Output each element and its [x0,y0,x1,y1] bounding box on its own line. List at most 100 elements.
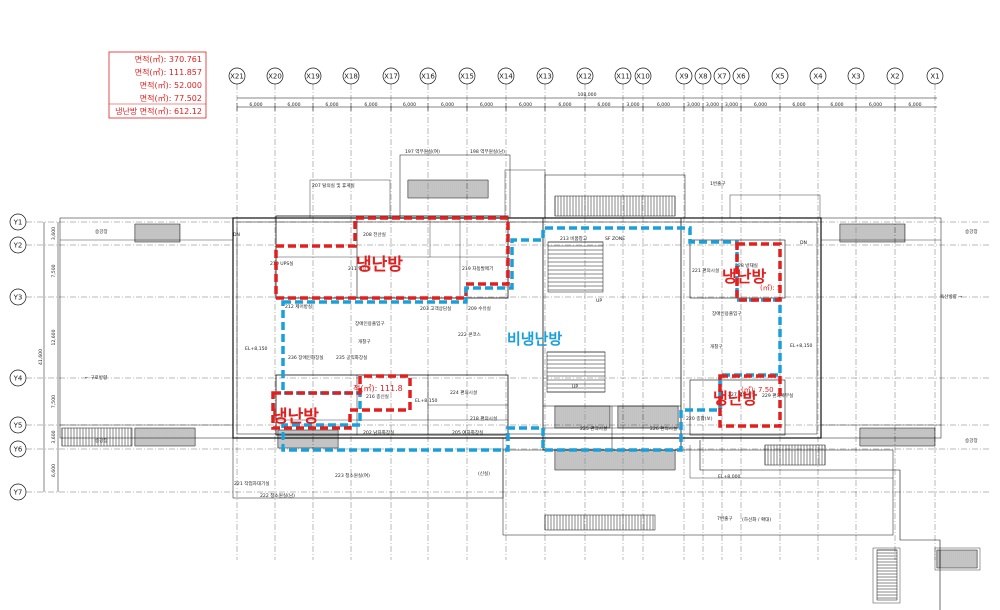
column-grid-bubble: X17 [382,67,400,560]
column-spacings: 6,000 6,000 6,000 6,000 6,000 6,000 6,000 6,000… [236,102,922,111]
column-grid-label: X3 [851,73,860,81]
column-spacing-label: 6,000 [364,102,377,108]
column-spacing-label: 3,000 [706,102,719,108]
cool-heat-zone-2 [271,374,412,430]
column-grid-label: X8 [698,73,707,81]
zone-texts: 냉난방 냉난방 냉난방 냉난방 비냉난방 적(㎡): 111.8 (㎡): 5 … [272,255,782,427]
column-grid-bubble: X21 [228,67,246,560]
column-grid-label: X6 [736,73,746,81]
zone-overlays [271,216,782,452]
column-spacing-label: 6,000 [325,102,338,108]
row-spacing-label: 6,600 [51,464,57,477]
stair [876,549,898,601]
column-grid-bubble: X11 [614,67,632,560]
room-label-exit1: 1번출구 [710,180,726,187]
room-label-r198: 198 역무원실(남) [470,148,505,155]
overlay-area-216: 적(㎡): 111.8 [353,383,403,393]
row-spacing-label: 12,600 [51,329,57,345]
column-spacing-label: 6,000 [830,102,843,108]
column-grid-bubble: X4 [809,67,827,560]
column-grid-bubble: X1 [926,67,944,560]
stair [547,241,604,293]
row-grid-label: Y2 [13,242,23,250]
row-grid-label: Y6 [13,446,23,454]
stair-hatching [61,179,978,601]
column-spacing-label: 6,000 [249,102,262,108]
column-grid-bubble: X3 [847,67,865,560]
room-label-r213: 213 비품창고 [560,235,587,242]
legend-line-3: 면적(㎡): 52.000 [140,80,202,90]
room-label-stair-bl: 승강장 [95,437,108,444]
room-label-r211: 211 역장실 [348,265,371,272]
room-label-gate-left: 개찰구 [358,338,371,345]
column-spacing-label: 3,000 [687,102,700,108]
room-label-r227: 227 편의시설 [728,391,755,398]
zone-label-cool-heat-1: 냉난방 [356,255,403,275]
room-label-el-bottom: EL+8,000 [718,474,741,480]
column-grid-bubble: X13 [536,67,554,560]
column-spacing-label: 6,000 [792,102,805,108]
zone-label-cool-heat-4: 냉난방 [713,389,757,408]
room-label-r229: 229 편의복무실 [762,392,793,399]
room-label-dn2: DN [800,240,807,246]
room-label-r210: 210 UPS실 [270,260,294,267]
legend-line-2: 면적(㎡): 111.857 [135,67,202,77]
room-label-r223: 223 청소원실(여) [335,472,370,479]
row-grid-label: Y1 [13,219,23,227]
room-label-up1: UP [596,298,602,304]
column-grid-label: X19 [306,73,320,81]
room-label-r228: 228 방재실 [735,262,758,269]
column-grid-label: X14 [499,73,513,81]
room-label-r222b: 222 청소원실(남) [260,492,295,499]
stair [134,427,196,447]
zone-label-non-cool-heat: 비냉난방 [507,330,562,348]
column-grid-label: X5 [775,73,784,81]
column-grid-bubble: X15 [458,67,476,560]
row-grid-label: Y5 [13,422,23,430]
column-grid-label: X18 [344,73,358,81]
column-grid-bubble: X16 [419,67,437,560]
room-label-r202: 202 남자화장실 [363,429,394,436]
overall-row-dimension: 41,600 [38,349,44,365]
stair [61,427,133,447]
room-label-stair-tr: 승강장 [965,228,978,235]
room-label-sf-zone: SF ZONE [605,236,625,242]
column-spacing-label: 6,000 [519,102,532,108]
room-label-dn1: DN [233,232,240,238]
building-walls [59,154,981,610]
room-label-r216: 216 종신실 [366,393,389,400]
column-spacing-label: 6,000 [480,102,493,108]
zone-label-cool-heat-2: 냉난방 [272,407,319,427]
room-label-r225: 225 편의시설 [580,425,607,432]
column-grid-bubble: X20 [266,67,284,560]
room-label-r226: 226 편의시설 [650,425,677,432]
overall-dimension: 108,000 [237,92,937,108]
area-legend: 면적(㎡): 370.761 면적(㎡): 111.857 면적(㎡): 52.… [108,51,207,119]
room-label-el-left: EL+8,150 [245,346,268,352]
room-label-r208: 208 전산실 [363,231,386,238]
room-label-r219: 219 자동발매기 [462,265,493,272]
column-spacing-label: 6,000 [403,102,416,108]
column-grid-label: X16 [421,73,435,81]
room-label-elev-left: 장애인용출입구 [355,320,385,327]
row-spacing-label: 7,500 [51,395,57,408]
column-grid-label: X12 [578,73,592,81]
stair [407,179,489,199]
column-spacing-label: 6,000 [597,102,610,108]
legend-line-4: 면적(㎡): 77.502 [140,93,202,103]
room-label-r212: 212 제어방실 [285,303,312,310]
column-grid-bubble: X14 [497,67,515,560]
column-spacing-label: 3,000 [626,102,639,108]
legend-line-1: 면적(㎡): 370.761 [135,54,202,64]
room-label-exit7: 7번출구 [717,515,733,522]
column-grid-label: X15 [460,73,474,81]
room-label-r235: 235 공익화장실 [336,354,367,361]
room-label-r236: 236 장애인화장실 [288,354,324,361]
stair [134,223,181,243]
column-grid-label: X20 [268,73,282,81]
room-label-exit7-note: (하선화 / 확대) [742,516,771,523]
room-label-shinsil: (신실) [478,470,490,477]
column-grid-bubble: X8 [694,67,712,560]
stair [936,549,978,569]
